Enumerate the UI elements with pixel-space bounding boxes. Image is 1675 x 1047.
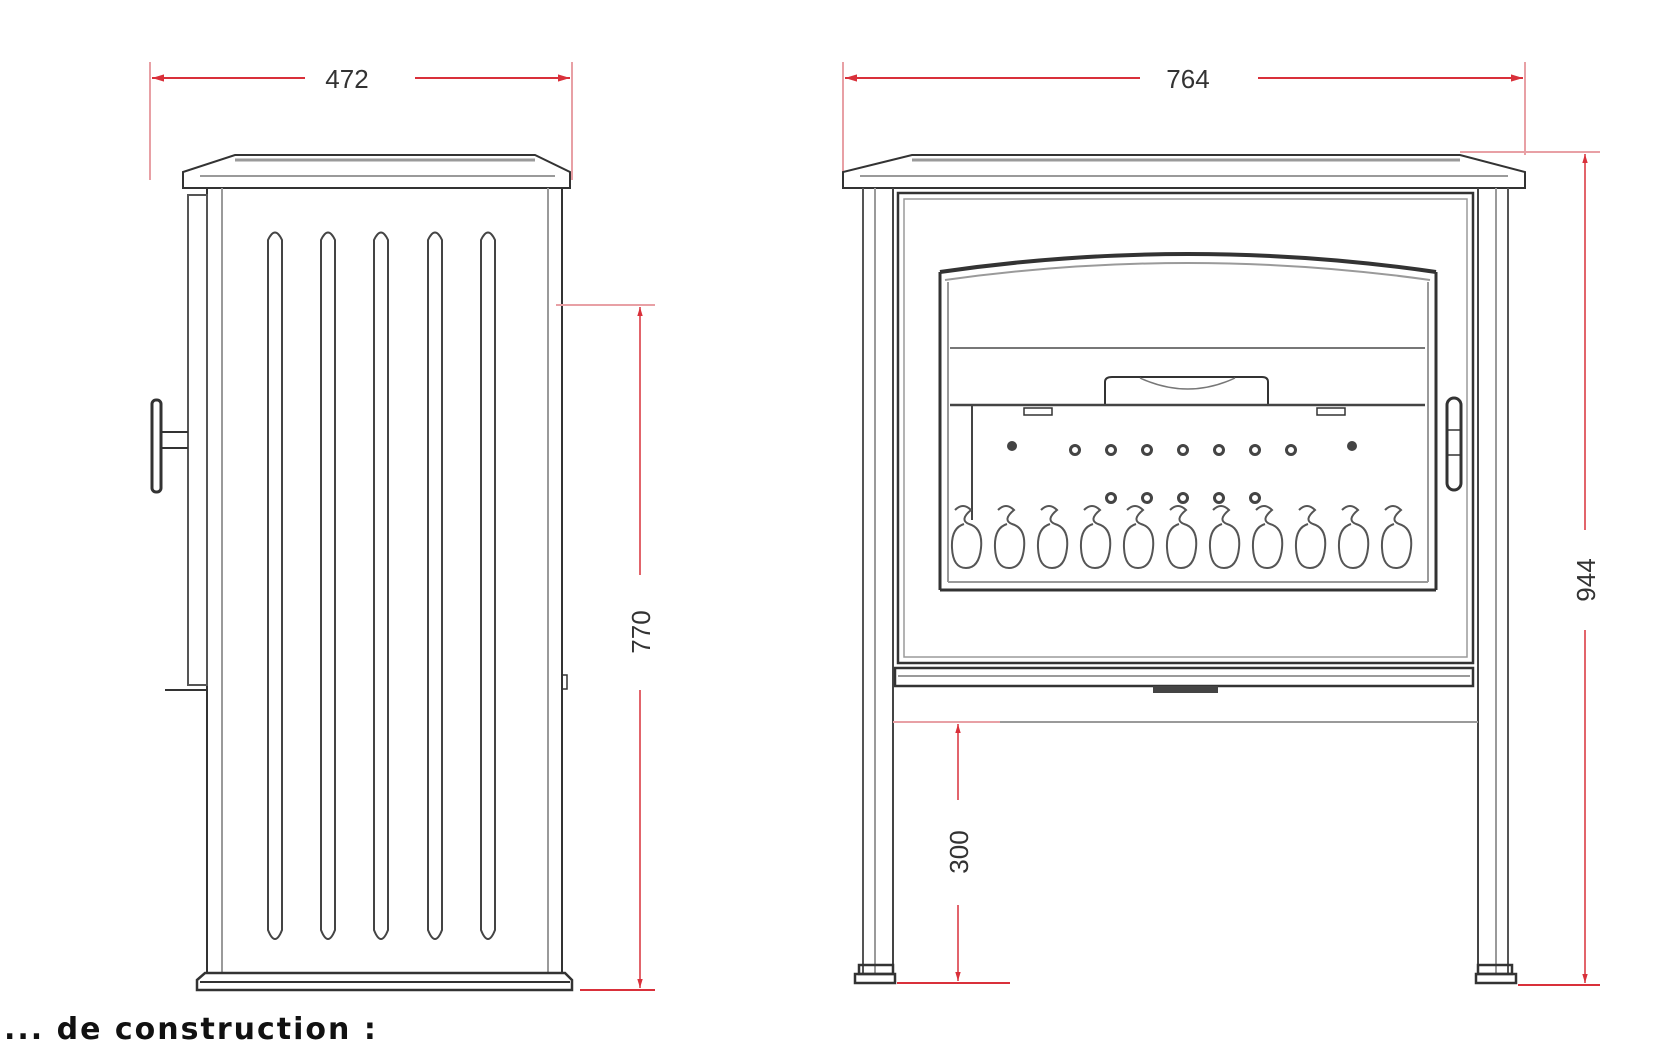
dimension-label-flue-height: 770 [626, 610, 656, 653]
dimension-leg-clearance: 300 [893, 721, 1010, 984]
grate [950, 505, 1413, 570]
dimension-depth: 472 [149, 62, 573, 180]
dimension-width: 764 [842, 62, 1526, 180]
front-door-panel [896, 191, 1475, 665]
side-view: 472 [149, 62, 656, 992]
front-door-handle [1445, 396, 1463, 492]
front-top-cap [842, 154, 1526, 189]
dimension-label-depth: 472 [325, 64, 368, 94]
dimension-label-leg-clearance: 300 [944, 830, 974, 873]
front-frame [862, 188, 1509, 975]
front-bottom-rail [893, 666, 1478, 723]
side-flutes [267, 231, 496, 940]
dimension-overall-height: 944 [1460, 151, 1601, 986]
front-leg-feet [853, 963, 1518, 985]
side-plinth [195, 971, 574, 992]
side-top-cap [182, 154, 571, 189]
dimension-flue-height: 770 [556, 304, 656, 991]
dimension-label-overall-height: 944 [1571, 558, 1601, 601]
dimension-label-width: 764 [1166, 64, 1209, 94]
front-view: 764 [842, 62, 1601, 986]
side-door-handle [150, 398, 188, 494]
air-holes [1007, 441, 1357, 504]
side-body [165, 187, 568, 974]
firebox-window [938, 252, 1438, 592]
